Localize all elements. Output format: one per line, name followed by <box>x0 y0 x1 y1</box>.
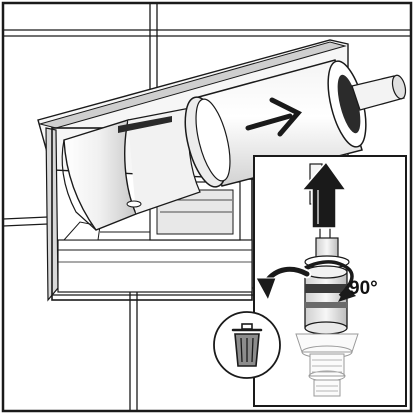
protective-guard <box>61 107 201 231</box>
trash-can-icon <box>213 311 281 379</box>
curved-arrow-icon <box>255 264 312 302</box>
inset-detail-panel: 90° <box>253 155 407 407</box>
rotation-angle-label: 90° <box>349 278 378 299</box>
right-arrow-icon <box>245 97 302 137</box>
pipe-section <box>184 59 407 188</box>
up-arrow-icon <box>300 160 348 229</box>
curved-arrow-icon <box>304 260 356 302</box>
